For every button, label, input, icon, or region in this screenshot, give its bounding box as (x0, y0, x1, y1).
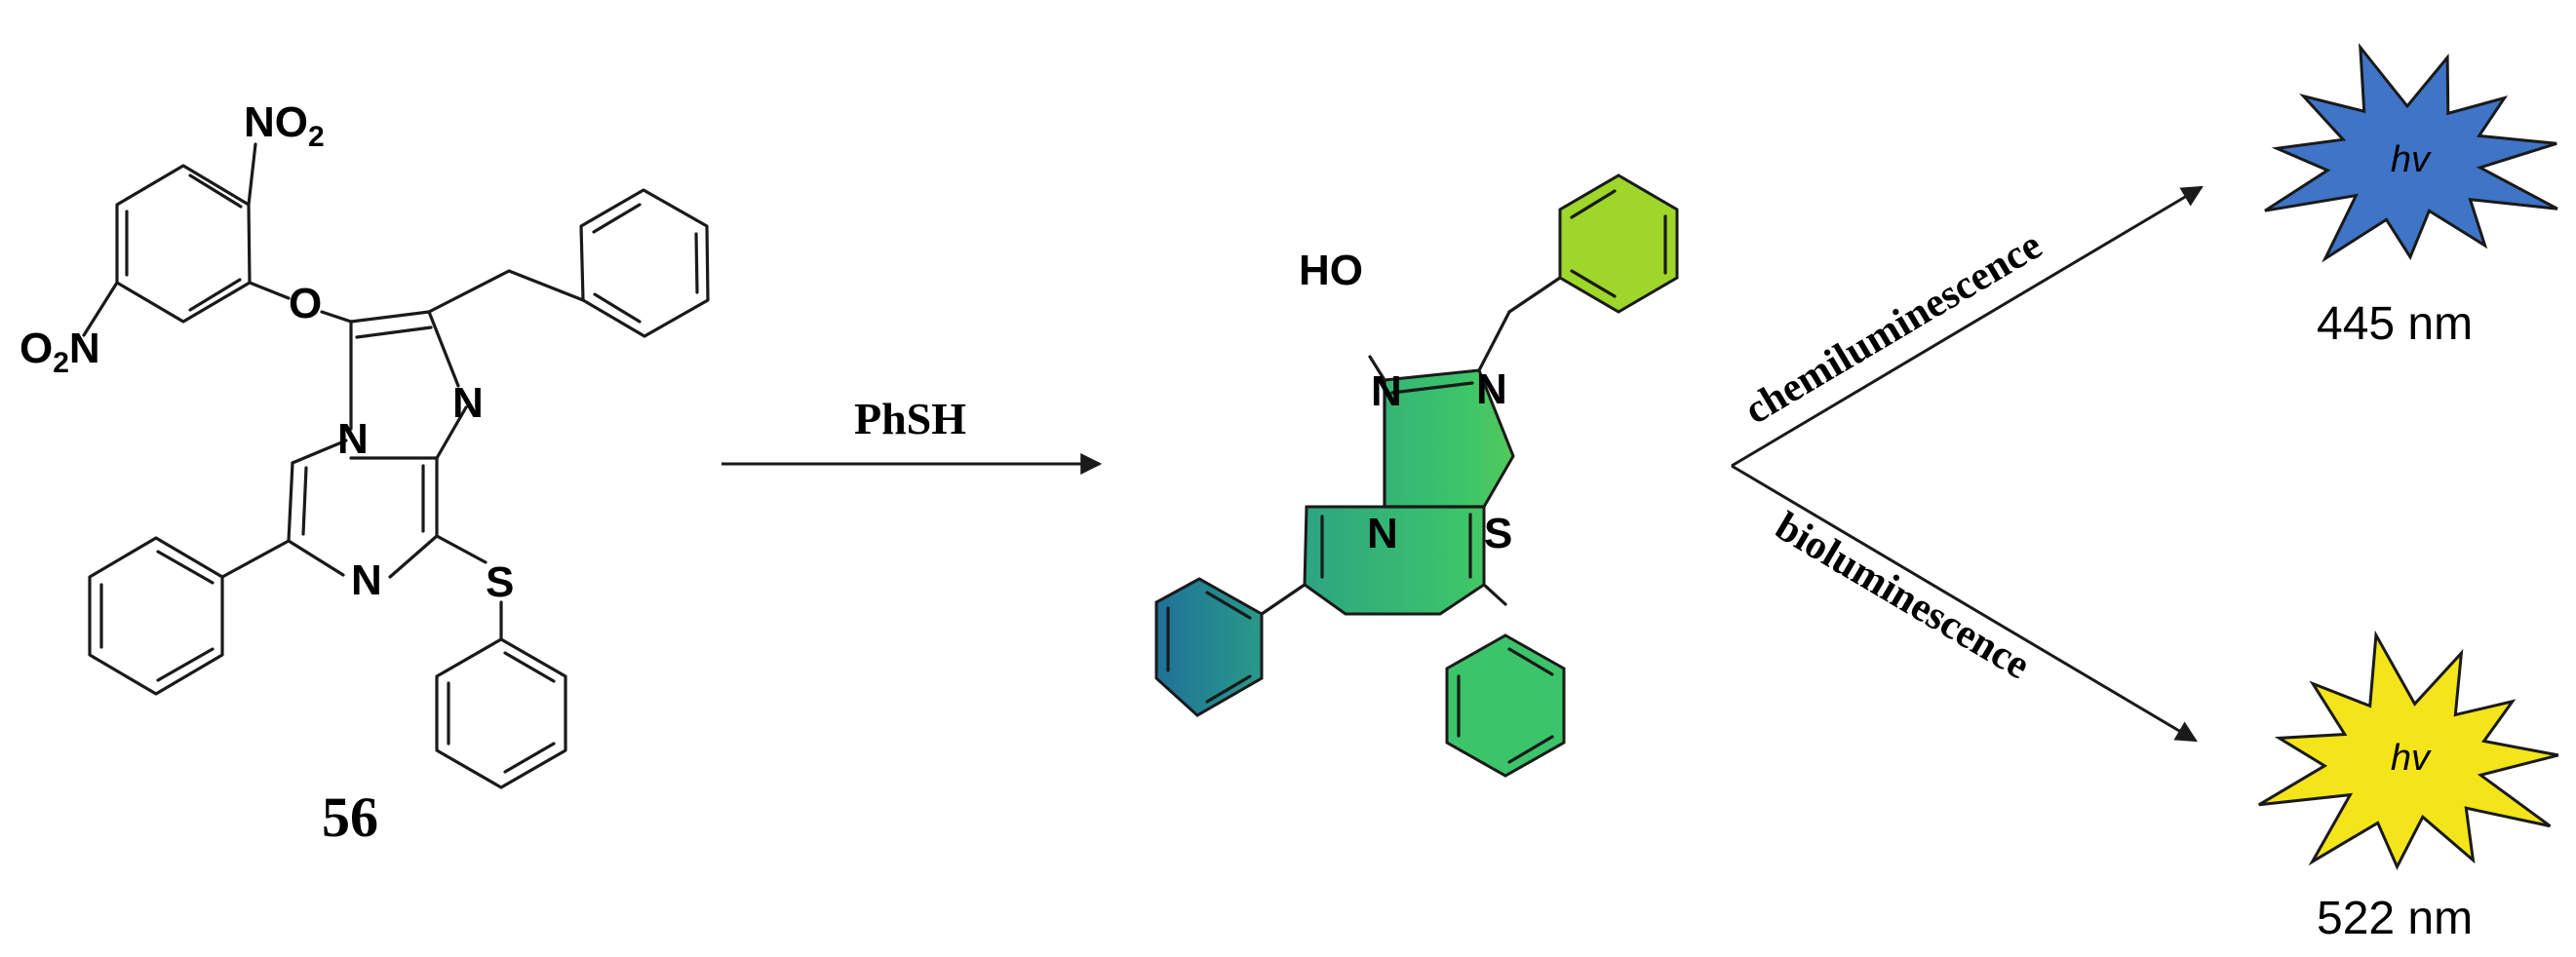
imidazopyrazine-core (287, 310, 468, 579)
compound-56-structure: NO2 O2N O N N N S (20, 98, 710, 789)
chemiluminescence-label: chemiluminescence (1737, 223, 2049, 434)
dinitrophenyl-ring (115, 164, 252, 324)
nitro-left-label: O2N (20, 325, 100, 379)
product-bridgehead-nitrogen-label: N (1371, 367, 1402, 415)
ether-oxygen-label: O (289, 280, 322, 327)
imidazole-nitrogen-label: N (452, 379, 484, 427)
benzyl-phenyl-ring (579, 188, 710, 338)
product-pyrazine-nitrogen-label: N (1367, 510, 1398, 557)
hydroxyl-label: HO (1299, 247, 1363, 294)
product-sulfur-label: S (1484, 510, 1512, 557)
nitro-top-label: NO2 (244, 98, 325, 153)
reagent-label: PhSH (854, 394, 966, 443)
product-imidazole-nitrogen-label: N (1476, 365, 1507, 413)
sulfur-label: S (486, 558, 514, 606)
blue-light-burst-icon: hv (2264, 42, 2558, 263)
product-benzyl-phenyl-fill (1558, 173, 1679, 314)
yellow-light-burst-icon: hv (2258, 630, 2559, 870)
compound-number-56: 56 (322, 785, 378, 849)
c6-phenyl-ring (88, 536, 224, 696)
blue-burst-hv-symbol: hv (2391, 139, 2432, 180)
sulfanyl-phenyl-ring (435, 637, 567, 789)
bioluminescence-arrow (1731, 464, 2198, 743)
coelenterazine-product-structure: HO N N N S (1154, 173, 1679, 778)
yellow-burst-hv-symbol: hv (2391, 738, 2432, 779)
bridgehead-nitrogen-label: N (337, 415, 369, 463)
pyrazine-nitrogen-label: N (351, 556, 382, 604)
chemiluminescence-wavelength: 445 nm (2317, 298, 2473, 350)
product-core-fill (1303, 368, 1515, 616)
chemiluminescence-arrow (1731, 185, 2204, 468)
product-c6-phenyl-fill (1154, 577, 1264, 717)
product-sulfanyl-phenyl-fill (1445, 633, 1566, 778)
bioluminescence-label: bioluminescence (1768, 504, 2037, 688)
bioluminescence-wavelength: 522 nm (2317, 893, 2473, 944)
